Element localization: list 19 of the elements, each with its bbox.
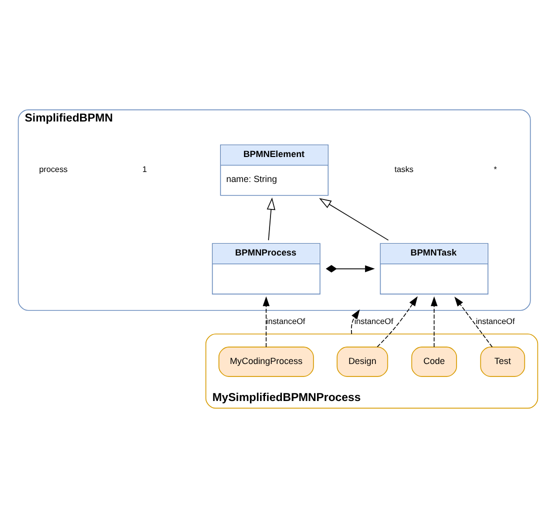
label: process — [39, 165, 68, 174]
edge-label: instanceOf — [354, 317, 394, 326]
arrow — [430, 296, 438, 348]
edge-label: instanceOf — [266, 317, 306, 326]
label: * — [494, 165, 497, 174]
label: tasks — [394, 165, 414, 174]
node-box: MyCodingProcess — [218, 346, 314, 377]
arrow — [454, 296, 493, 348]
arrow — [266, 198, 276, 241]
arrow — [319, 198, 389, 241]
label: 1 — [142, 165, 147, 174]
node-box: Design — [336, 346, 388, 377]
arrow — [350, 309, 360, 334]
node-box: Code — [411, 346, 457, 377]
edge-label: instanceOf — [476, 317, 515, 326]
arrow — [376, 296, 418, 348]
node-box: Test — [480, 346, 526, 377]
arrow — [262, 296, 270, 348]
arrow — [326, 265, 375, 273]
